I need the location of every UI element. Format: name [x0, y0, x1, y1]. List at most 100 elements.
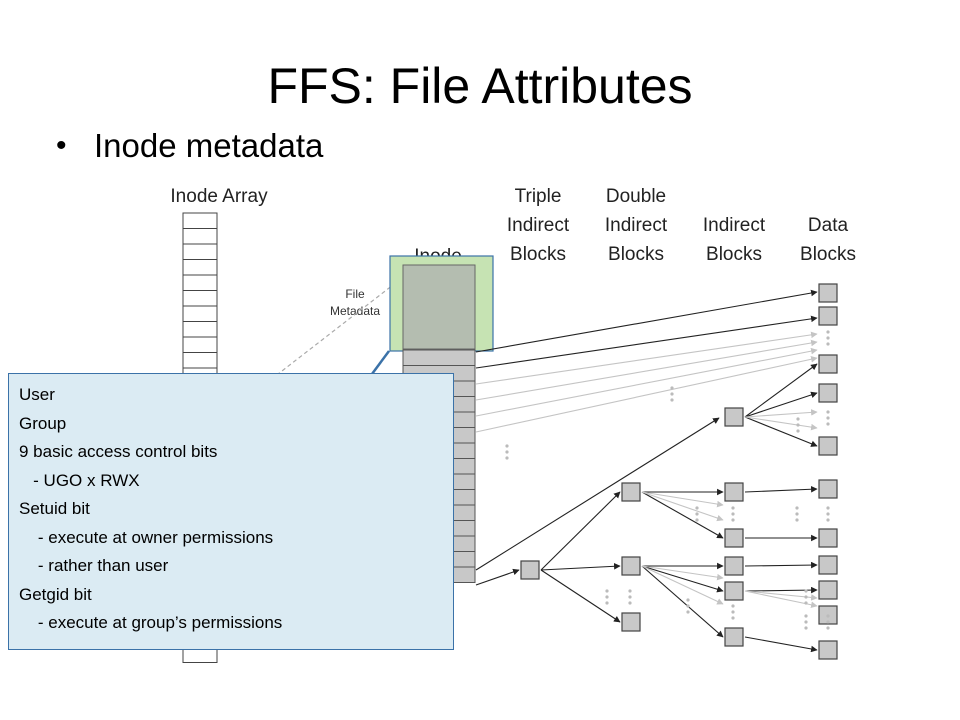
ellipsis-dot	[795, 512, 799, 516]
ellipsis-dot	[826, 342, 830, 346]
ellipsis-dot	[826, 512, 830, 516]
block-box	[818, 528, 838, 548]
block-box	[818, 354, 838, 374]
callout-connector	[370, 350, 391, 375]
pointer-arrow-faded	[641, 491, 724, 508]
ellipsis-dot	[731, 506, 735, 510]
ellipsis-dot	[731, 616, 735, 620]
ellipsis-dot	[804, 614, 808, 618]
inode-array-cell	[182, 290, 218, 307]
pointer-arrow	[475, 315, 818, 369]
inode-pointer-slot	[402, 349, 476, 366]
ellipsis-dot	[628, 589, 632, 593]
ellipsis-dot	[505, 456, 509, 460]
block-box	[724, 528, 744, 548]
bullet-text: Inode metadata	[94, 127, 324, 164]
pointer-arrow-faded	[641, 565, 724, 581]
inode-array-cell	[182, 352, 218, 369]
ellipsis-dot	[795, 506, 799, 510]
ellipsis-dot	[796, 417, 800, 421]
ellipsis-dot	[605, 589, 609, 593]
pointer-arrow-faded	[475, 347, 818, 417]
callout-line: - rather than user	[19, 556, 169, 575]
block-box	[724, 556, 744, 576]
ellipsis-dot	[731, 610, 735, 614]
label-data-1: Data	[808, 215, 849, 236]
ellipsis-dot	[826, 518, 830, 522]
ellipsis-dot	[731, 604, 735, 608]
pointer-arrow-faded	[744, 416, 818, 431]
inode-array-cell	[182, 243, 218, 260]
label-triple-2: Indirect	[507, 215, 570, 236]
ellipsis-dot	[628, 595, 632, 599]
label-double-2: Indirect	[605, 215, 668, 236]
ellipsis-dot	[686, 610, 690, 614]
pointer-arrow	[475, 289, 818, 353]
pointer-arrow	[744, 485, 818, 493]
pointer-arrow	[475, 417, 720, 571]
ellipsis-dot	[796, 423, 800, 427]
ellipsis-dot	[686, 598, 690, 602]
label-double-3: Blocks	[608, 244, 664, 265]
pointer-arrow	[744, 363, 818, 418]
ellipsis-dot	[605, 595, 609, 599]
ellipsis-dot	[670, 392, 674, 396]
block-box	[818, 640, 838, 660]
ellipsis-dot	[826, 336, 830, 340]
ellipsis-dot	[804, 620, 808, 624]
inode-array-cell	[182, 212, 218, 229]
ellipsis-dot	[804, 595, 808, 599]
ellipsis-marks	[505, 330, 830, 630]
inode-array-cell	[182, 321, 218, 338]
ellipsis-dot	[505, 450, 509, 454]
block-box	[724, 482, 744, 502]
ellipsis-dot	[695, 512, 699, 516]
ellipsis-dot	[804, 626, 808, 630]
pointer-arrow	[744, 391, 818, 418]
ellipsis-dot	[826, 614, 830, 618]
ellipsis-dot	[826, 620, 830, 624]
callout-line: Getgid bit	[19, 584, 92, 604]
block-box	[818, 479, 838, 499]
inode-array-cell	[182, 228, 218, 245]
block-box	[724, 581, 744, 601]
label-triple-1: Triple	[515, 186, 562, 207]
callout-line: 9 basic access control bits	[19, 442, 218, 461]
block-box	[818, 436, 838, 456]
callout-line: - execute at group’s permissions	[19, 613, 283, 632]
inode-array-cell	[182, 274, 218, 291]
callout-line: - execute at owner permissions	[19, 527, 274, 547]
callout-line: User	[19, 385, 55, 404]
ellipsis-dot	[826, 410, 830, 414]
block-boxes	[520, 283, 838, 660]
pointer-arrow-faded	[641, 491, 724, 522]
pointer-arrow-faded	[475, 356, 818, 433]
ellipsis-dot	[605, 601, 609, 605]
pointer-arrow	[475, 568, 520, 586]
metadata-callout: User Group 9 basic access control bits -…	[8, 373, 454, 650]
label-indirect-2: Blocks	[706, 244, 762, 265]
block-box	[818, 580, 838, 600]
label-triple-3: Blocks	[510, 244, 566, 265]
pointer-arrow	[744, 416, 818, 447]
ellipsis-dot	[695, 506, 699, 510]
ellipsis-dot	[826, 416, 830, 420]
ellipsis-dot	[695, 518, 699, 522]
block-box	[818, 383, 838, 403]
label-indirect-1: Indirect	[703, 215, 766, 236]
pointer-arrow-faded	[475, 339, 818, 401]
pointer-arrow-faded	[744, 409, 818, 418]
ellipsis-dot	[731, 518, 735, 522]
metadata-leader-line	[259, 277, 403, 389]
pointer-arrow	[744, 636, 818, 653]
block-box	[520, 560, 540, 580]
block-box	[818, 306, 838, 326]
block-box	[724, 627, 744, 647]
pointer-arrow	[641, 565, 724, 638]
inode-array-cell	[182, 336, 218, 353]
bullet-icon: •	[56, 129, 67, 162]
inode-array-cell	[182, 305, 218, 322]
block-box	[818, 283, 838, 303]
ellipsis-dot	[505, 444, 509, 448]
label-inode-array: Inode Array	[170, 186, 268, 207]
